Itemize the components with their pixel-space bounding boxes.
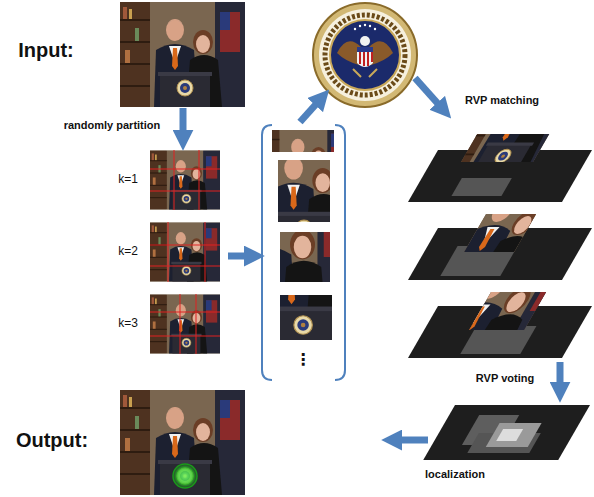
patch-image xyxy=(228,226,372,347)
flow-arrow xyxy=(557,362,564,386)
partition-label: k=3 xyxy=(118,317,138,331)
flow-arrow xyxy=(398,437,428,444)
partition-photo xyxy=(150,294,220,354)
step-label: localization xyxy=(425,468,485,481)
stage-heading: Output: xyxy=(16,429,88,452)
step-label: RVP matching xyxy=(465,94,539,107)
input-photo xyxy=(120,2,245,107)
partition-photo xyxy=(150,150,220,210)
presidential-seal xyxy=(313,3,417,107)
flow-arrow xyxy=(180,108,187,134)
partition-photo xyxy=(150,222,220,282)
step-label: RVP voting xyxy=(476,372,534,385)
stage-heading: Input: xyxy=(18,39,74,62)
flow-arrow xyxy=(228,253,248,260)
step-label: randomly partition xyxy=(64,119,161,132)
match-plane xyxy=(385,256,594,372)
voting-plane xyxy=(423,405,590,460)
flow-arrow xyxy=(415,78,440,106)
flow-arrow xyxy=(300,102,318,122)
partition-label: k=1 xyxy=(118,173,138,187)
partition-label: k=2 xyxy=(118,245,138,259)
detection-circle xyxy=(173,464,197,488)
output-photo xyxy=(120,390,245,495)
patch-image xyxy=(236,139,366,248)
ellipsis-mark: ⋮ xyxy=(295,351,311,369)
match-plane xyxy=(403,183,594,288)
